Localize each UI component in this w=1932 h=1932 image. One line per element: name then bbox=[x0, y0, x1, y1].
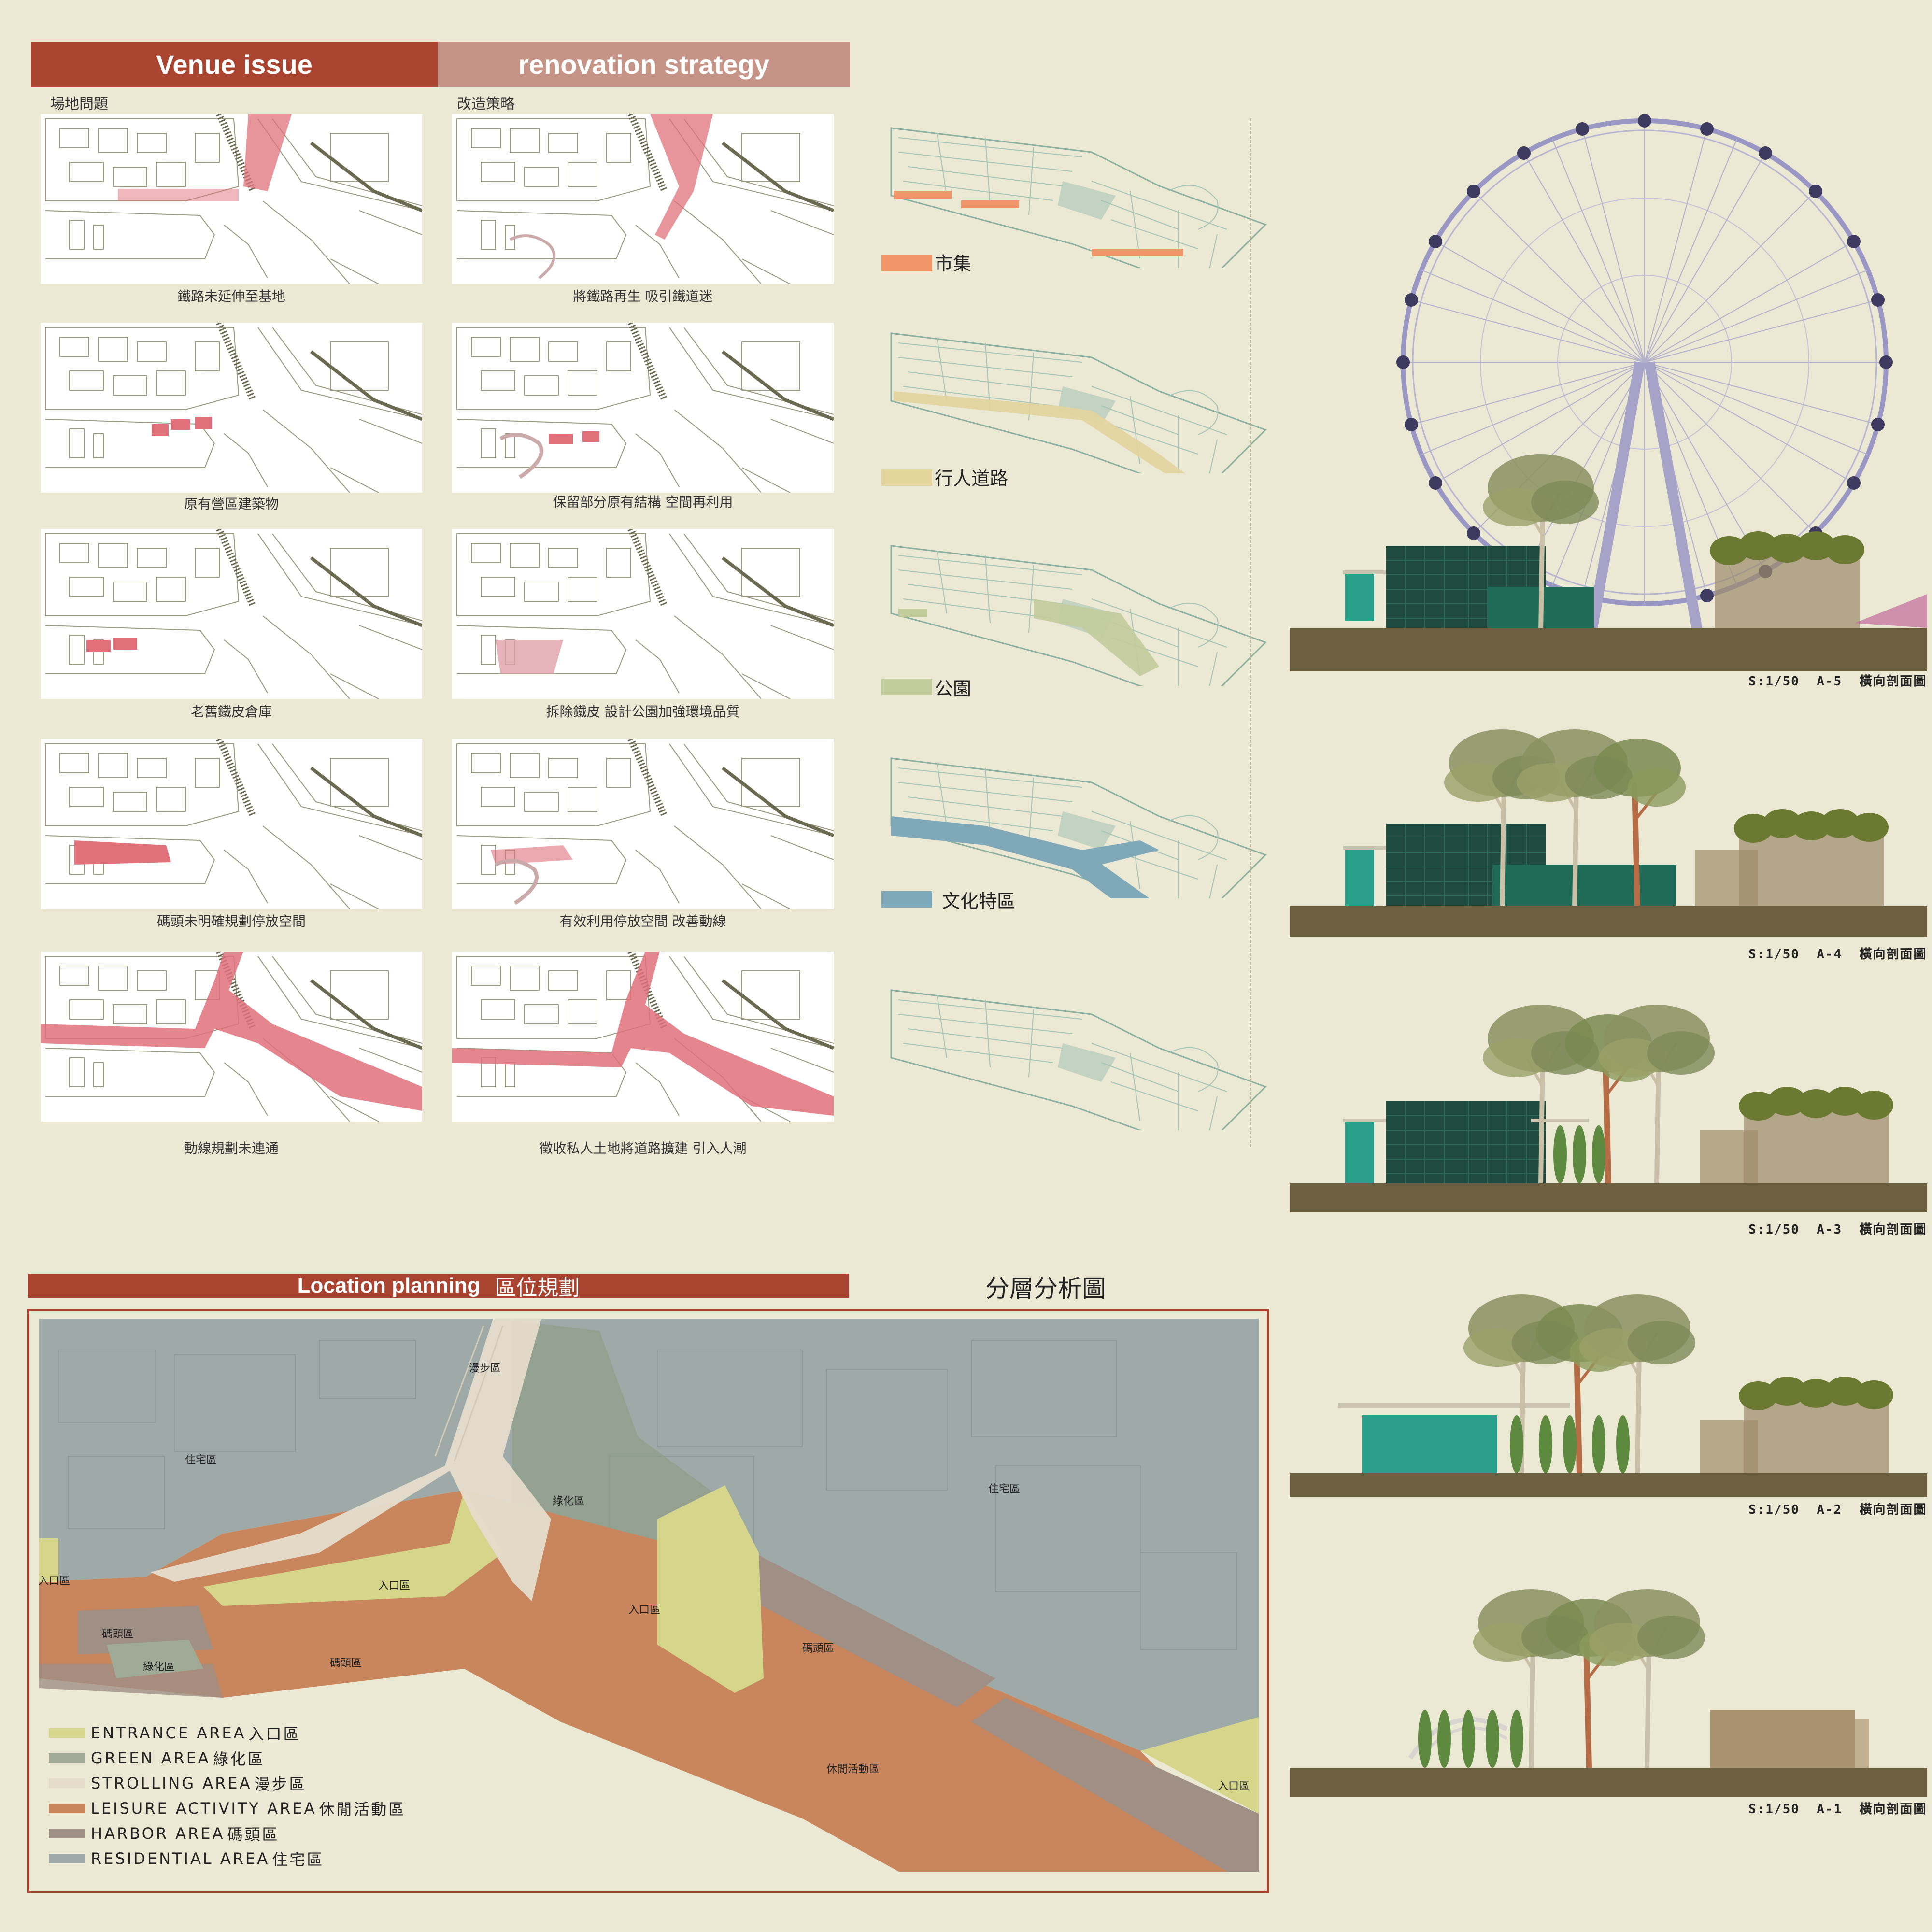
issue-caption-2: 原有營區建築物 bbox=[184, 496, 279, 512]
location-map: 漫步區 住宅區 住宅區 綠化區 入口區 入口區 入口區 碼頭區 綠化區 碼頭區 … bbox=[27, 1309, 1269, 1893]
issue-map-5 bbox=[41, 952, 422, 1122]
section-a2 bbox=[1290, 1285, 1927, 1497]
strategy-caption-2: 保留部分原有結構 空間再利用 bbox=[553, 494, 733, 510]
location-title-cn: 區位規劃 bbox=[495, 1276, 580, 1300]
issue-caption-1: 鐵路未延伸至基地 bbox=[177, 288, 285, 304]
zone-residential-right: 住宅區 bbox=[988, 1483, 1021, 1495]
issue-map-4 bbox=[41, 739, 422, 909]
zone-entrance-mid2: 入口區 bbox=[628, 1604, 661, 1616]
zone-residential-left: 住宅區 bbox=[185, 1454, 217, 1466]
zone-entrance-right: 入口區 bbox=[1218, 1780, 1250, 1792]
issue-caption-3: 老舊鐵皮倉庫 bbox=[190, 704, 272, 720]
column-divider bbox=[1250, 118, 1251, 1147]
section-a1 bbox=[1290, 1575, 1927, 1797]
zone-entrance-left: 入口區 bbox=[38, 1575, 71, 1587]
issue-map-2 bbox=[41, 323, 422, 493]
zone-harbor-main: 碼頭區 bbox=[802, 1643, 835, 1655]
layer-swatch-park bbox=[881, 679, 932, 695]
layer-market bbox=[889, 123, 1270, 284]
location-title: Location planning bbox=[297, 1274, 481, 1297]
renovation-title: renovation strategy bbox=[518, 49, 769, 80]
section-a4-scale: S:1/50 A-4 橫向剖面圖 bbox=[1748, 947, 1927, 962]
section-a5-scale: S:1/50 A-5 橫向剖面圖 bbox=[1748, 674, 1927, 689]
strategy-caption-4: 有效利用停放空間 改善動線 bbox=[559, 913, 726, 929]
zone-strolling: 漫步區 bbox=[469, 1363, 501, 1375]
section-a3 bbox=[1290, 1000, 1927, 1212]
layer-label-culture: 文化特區 bbox=[942, 891, 1016, 912]
legend-entrance: ENTRANCE AREA 入口區 bbox=[49, 1723, 301, 1743]
zone-green-mid: 綠化區 bbox=[553, 1495, 585, 1507]
renovation-header: renovation strategy bbox=[438, 42, 850, 87]
section-a4 bbox=[1290, 724, 1927, 937]
strategy-caption-3: 拆除鐵皮 設計公園加強環境品質 bbox=[546, 704, 740, 720]
layer-label-pedestrian: 行人道路 bbox=[935, 468, 1009, 489]
renovation-subtitle: 改造策略 bbox=[457, 96, 515, 113]
section-a3-scale: S:1/50 A-3 橫向剖面圖 bbox=[1748, 1222, 1927, 1237]
zone-harbor-bottom: 碼頭區 bbox=[330, 1657, 362, 1669]
zone-leisure: 休閒活動區 bbox=[826, 1763, 880, 1776]
layer-pedestrian bbox=[889, 328, 1270, 489]
layer-swatch-pedestrian bbox=[881, 469, 932, 486]
section-a5 bbox=[1290, 111, 1927, 671]
issue-map-3 bbox=[41, 529, 422, 699]
legend-green: GREEN AREA 綠化區 bbox=[49, 1748, 265, 1768]
issue-caption-4: 碼頭未明確規劃停放空間 bbox=[156, 913, 306, 929]
location-header: Location planning 區位規劃 bbox=[28, 1274, 849, 1300]
strategy-map-2 bbox=[452, 323, 834, 493]
venue-subtitle: 場地問題 bbox=[50, 96, 108, 113]
legend-harbor: HARBOR AREA 碼頭區 bbox=[49, 1824, 280, 1844]
strategy-map-5 bbox=[452, 952, 834, 1122]
strategy-map-4 bbox=[452, 739, 834, 909]
legend-residential: RESIDENTIAL AREA 住宅區 bbox=[49, 1849, 324, 1869]
layer-park bbox=[889, 541, 1270, 701]
zone-entrance-mid: 入口區 bbox=[378, 1580, 411, 1592]
layer-base bbox=[889, 985, 1270, 1146]
layer-culture bbox=[889, 753, 1270, 914]
issue-caption-5: 動線規劃未連通 bbox=[184, 1140, 279, 1156]
strategy-map-3 bbox=[452, 529, 834, 699]
layer-swatch-culture bbox=[881, 891, 932, 908]
strategy-map-1 bbox=[452, 114, 834, 284]
issue-map-1 bbox=[41, 114, 422, 284]
section-a1-scale: S:1/50 A-1 橫向剖面圖 bbox=[1748, 1802, 1927, 1817]
layer-label-market: 市集 bbox=[935, 253, 972, 274]
section-a2-scale: S:1/50 A-2 橫向剖面圖 bbox=[1748, 1503, 1927, 1517]
strategy-caption-5: 徵收私人土地將道路擴建 引入人潮 bbox=[539, 1140, 747, 1156]
legend-strolling: STROLLING AREA 漫步區 bbox=[49, 1774, 307, 1793]
venue-issue-title: Venue issue bbox=[156, 49, 313, 80]
layer-analysis-title: 分層分析圖 bbox=[985, 1275, 1106, 1303]
zone-harbor-left: 碼頭區 bbox=[102, 1628, 134, 1640]
strategy-caption-1: 將鐵路再生 吸引鐵道迷 bbox=[573, 288, 713, 304]
zone-green-left: 綠化區 bbox=[143, 1661, 175, 1673]
legend-leisure: LEISURE ACTIVITY AREA 休閒活動區 bbox=[49, 1799, 406, 1818]
venue-issue-header: Venue issue bbox=[31, 42, 438, 87]
layer-label-park: 公園 bbox=[935, 678, 972, 699]
layer-swatch-market bbox=[881, 255, 932, 271]
